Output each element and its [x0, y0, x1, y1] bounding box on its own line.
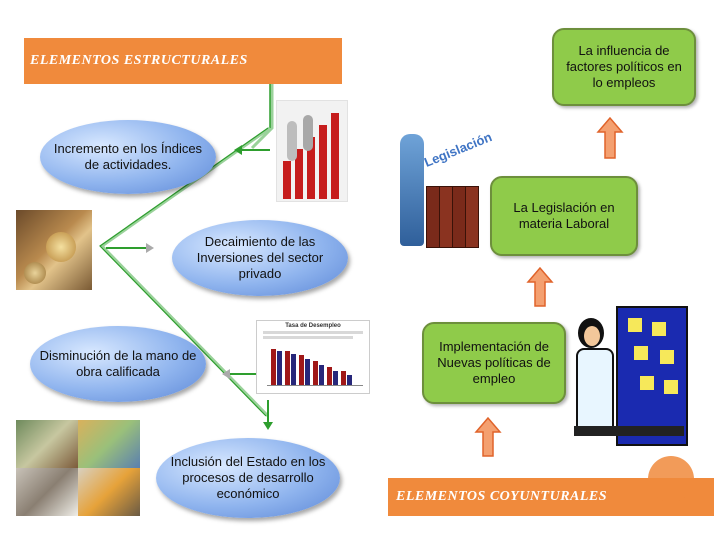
image-coins: [16, 210, 92, 290]
node-influencia-label: La influencia de factores políticos en l…: [566, 43, 682, 90]
node-legislacion-label: La Legislación en materia Laboral: [513, 200, 615, 231]
justice-figure-icon: [400, 134, 424, 246]
node-incremento: Incremento en los Índices de actividades…: [40, 120, 216, 194]
image-people-bars: [276, 100, 348, 202]
node-inclusion-label: Inclusión del Estado en los procesos de …: [170, 454, 326, 501]
up-arrow-3: [596, 116, 624, 159]
banner-estructurales: ELEMENTOS ESTRUCTURALES: [24, 38, 342, 84]
arrow-to-disminucion: [222, 369, 258, 379]
node-inclusion: Inclusión del Estado en los procesos de …: [156, 438, 340, 518]
node-implementacion: Implementación de Nuevas políticas de em…: [422, 322, 566, 404]
node-decaimiento: Decaimiento de las Inversiones del secto…: [172, 220, 348, 296]
connector-top: [250, 84, 274, 150]
image-person-board: [574, 306, 688, 446]
up-arrow-2: [526, 266, 554, 307]
node-implementacion-label: Implementación de Nuevas políticas de em…: [437, 339, 551, 386]
banner-corner-decoration: [648, 456, 694, 502]
connector-zigzag: [99, 126, 271, 418]
banner-coyunturales-label: ELEMENTOS COYUNTURALES: [396, 489, 608, 504]
node-legislacion: La Legislación en materia Laboral: [490, 176, 638, 256]
node-disminucion: Disminución de la mano de obra calificad…: [30, 326, 206, 402]
image-money-city: [16, 420, 140, 516]
image-unemployment-chart: Tasa de Desempleo: [256, 320, 370, 394]
arrow-to-decaimiento: [106, 243, 154, 253]
arrow-to-incremento: [234, 145, 270, 155]
banner-estructurales-label: ELEMENTOS ESTRUCTURALES: [30, 53, 248, 68]
node-incremento-label: Incremento en los Índices de actividades…: [53, 141, 203, 172]
image-justice-books: Legislación: [396, 120, 494, 250]
node-decaimiento-label: Decaimiento de las Inversiones del secto…: [196, 234, 324, 281]
arrow-to-inclusion: [263, 400, 273, 430]
chart-title: Tasa de Desempleo: [285, 323, 341, 329]
node-disminucion-label: Disminución de la mano de obra calificad…: [39, 348, 197, 379]
node-influencia: La influencia de factores políticos en l…: [552, 28, 696, 106]
up-arrow-1: [474, 416, 502, 457]
